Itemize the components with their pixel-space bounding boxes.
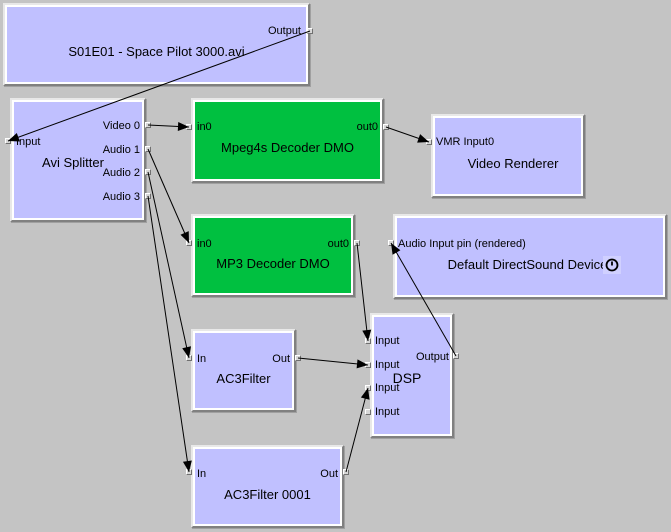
filter-node-mp3-decoder[interactable]: MP3 Decoder DMO in0 out0	[191, 214, 355, 297]
node-title: S01E01 - Space Pilot 3000.avi	[68, 44, 245, 59]
pin-label-output: Output	[267, 25, 301, 37]
pin-dsp-input-2[interactable]	[365, 362, 371, 368]
pin-label-input-4: Input	[375, 406, 400, 418]
pin-ac3-0001-out[interactable]	[343, 469, 349, 475]
pin-label-audio2: Audio 2	[102, 167, 140, 179]
pin-splitter-audio1[interactable]	[145, 146, 151, 152]
pin-dsp-input-4[interactable]	[365, 409, 371, 415]
pin-ac3-in[interactable]	[186, 355, 192, 361]
filter-node-mpeg4s-decoder[interactable]: Mpeg4s Decoder DMO in0 out0	[191, 98, 384, 183]
pin-splitter-audio2[interactable]	[145, 169, 151, 175]
pin-mp3-in0[interactable]	[186, 240, 192, 246]
filter-node-avi-splitter[interactable]: Avi Splitter Input Video 0 Audio 1 Audio…	[10, 98, 146, 222]
node-title: AC3Filter	[216, 371, 271, 386]
pin-label-vmr-input0: VMR Input0	[436, 136, 495, 148]
pin-label-input-2: Input	[375, 359, 400, 371]
connection-line[interactable]	[297, 357, 369, 366]
pin-label-in0: in0	[197, 121, 212, 133]
pin-label-out0: out0	[327, 238, 349, 250]
pin-label-out0: out0	[356, 121, 378, 133]
pin-splitter-audio3[interactable]	[145, 193, 151, 199]
node-title: DSP	[392, 370, 422, 386]
connection-line[interactable]	[147, 148, 190, 244]
connection-line[interactable]	[147, 171, 190, 359]
pin-dsp-input-3[interactable]	[365, 385, 371, 391]
filter-node-ac3filter[interactable]: AC3Filter In Out	[191, 329, 296, 412]
connection-line[interactable]	[385, 126, 430, 143]
pin-label-video0: Video 0	[102, 120, 140, 132]
pin-dsp-output[interactable]	[453, 353, 459, 359]
pin-label-output: Output	[415, 351, 449, 363]
pin-label-input: Input	[16, 136, 41, 148]
connection-ac3-out-to-dsp-input2[interactable]	[297, 357, 369, 369]
pin-directsound-input[interactable]	[388, 240, 394, 246]
connection-line[interactable]	[345, 387, 369, 473]
connection-splitter-audio3-to-ac3_0001-in[interactable]	[147, 195, 192, 473]
pin-ac3-out[interactable]	[295, 355, 301, 361]
pin-video-renderer-input[interactable]	[426, 139, 432, 145]
pin-mp3-out0[interactable]	[354, 240, 360, 246]
node-title: Video Renderer	[467, 156, 559, 171]
pin-ac3-0001-in[interactable]	[186, 469, 192, 475]
connection-splitter-video0-to-mpeg4-in0[interactable]	[147, 121, 190, 131]
pin-label-audio3: Audio 3	[102, 191, 140, 203]
pin-splitter-input[interactable]	[5, 138, 11, 144]
filter-node-dsp[interactable]: DSP Input Input Input Input Output	[370, 313, 454, 438]
connection-line[interactable]	[147, 195, 190, 473]
filter-node-ac3filter-0001[interactable]: AC3Filter 0001 In Out	[191, 445, 344, 528]
node-title: Mpeg4s Decoder DMO	[221, 140, 354, 155]
pin-label-audio1: Audio 1	[102, 144, 140, 156]
pin-label-in: In	[197, 468, 207, 480]
connection-line[interactable]	[147, 124, 190, 128]
pin-mpeg4-in0[interactable]	[186, 124, 192, 130]
connection-splitter-audio1-to-mp3-in0[interactable]	[147, 148, 190, 244]
node-title: MP3 Decoder DMO	[216, 256, 330, 271]
pin-mpeg4-out0[interactable]	[383, 124, 389, 130]
clock-icon	[603, 256, 621, 274]
pin-label-input-1: Input	[375, 335, 400, 347]
connection-line[interactable]	[356, 242, 369, 342]
pin-splitter-video0[interactable]	[145, 122, 151, 128]
pin-label-in: In	[197, 353, 207, 365]
filter-node-source[interactable]: S01E01 - Space Pilot 3000.avi Output	[3, 3, 310, 86]
pin-label-input-3: Input	[375, 382, 400, 394]
pin-label-out: Out	[272, 353, 290, 365]
connection-ac3_0001-out-to-dsp-input3[interactable]	[345, 387, 370, 473]
pin-label-in0: in0	[197, 238, 212, 250]
pin-label-out: Out	[320, 468, 338, 480]
filter-node-directsound[interactable]: Default DirectSound Device Audio Input p…	[393, 214, 667, 299]
pin-label-audio-input: Audio Input pin (rendered)	[398, 238, 526, 250]
filter-node-video-renderer[interactable]: Video Renderer VMR Input0	[431, 114, 585, 198]
connection-splitter-audio2-to-ac3-in[interactable]	[147, 171, 192, 359]
node-title: Default DirectSound Device	[447, 257, 608, 272]
pin-dsp-input-1[interactable]	[365, 338, 371, 344]
connection-mpeg4-out0-to-video_renderer-input[interactable]	[385, 126, 430, 143]
pin-source-output[interactable]	[307, 28, 313, 34]
node-title: AC3Filter 0001	[224, 487, 311, 502]
node-title: Avi Splitter	[42, 155, 104, 170]
